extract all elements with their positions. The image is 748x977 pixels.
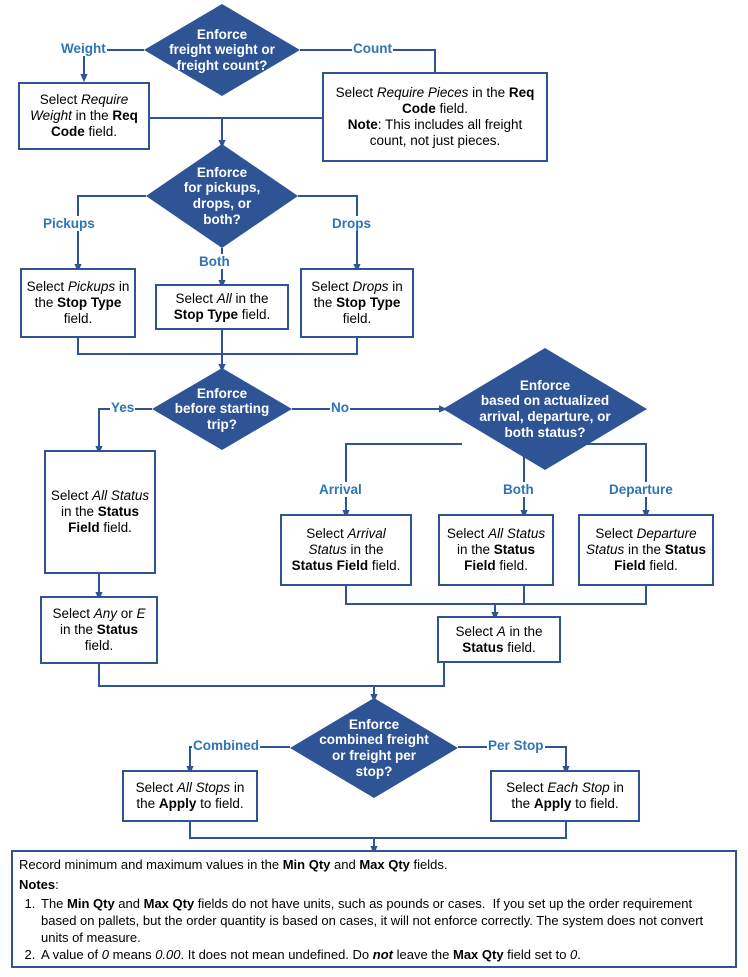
notes-list-item-1: The Min Qty and Max Qty fields do not ha…	[39, 895, 729, 947]
box-select-all-status-both[interactable]: Select All Status in the Status Field fi…	[438, 514, 554, 586]
box-select-a-status-text: Select A in the Status field.	[455, 623, 543, 655]
decision-2-line-2: for pickups,	[183, 180, 261, 196]
edge-label-no: No	[330, 400, 350, 415]
box-select-departure-status[interactable]: Select Departure Status in the Status Fi…	[578, 514, 714, 586]
decision-combined-or-per-stop[interactable]: Enforce combined freight or freight per …	[290, 698, 458, 798]
edge-label-per-stop: Per Stop	[487, 738, 545, 753]
box-select-all-stops-apply-text: Select All Stops in the Apply to field.	[135, 780, 245, 811]
box-select-require-pieces[interactable]: Select Require Pieces in the Req Code fi…	[322, 72, 548, 162]
edge-label-combined: Combined	[192, 738, 260, 753]
box-select-stop-type-all[interactable]: Select All in the Stop Type field.	[155, 284, 289, 330]
box-select-all-stops-apply[interactable]: Select All Stops in the Apply to field.	[122, 770, 258, 822]
decision-5-line-3: or freight per	[331, 748, 416, 763]
box-select-a-status[interactable]: Select A in the Status field.	[437, 616, 561, 663]
box-select-require-weight-text: Select Require Weight in the Req Code fi…	[30, 92, 138, 139]
box-select-any-or-e-status-text: Select Any or E in the Status field.	[52, 606, 146, 653]
edge-label-drops: Drops	[331, 216, 373, 231]
box-select-arrival-status[interactable]: Select Arrival Status in the Status Fiel…	[280, 514, 412, 586]
notes-list-item-2: A value of 0 means 0.00. It does not mea…	[39, 946, 729, 963]
decision-actualized-arrival-departure-both[interactable]: Enforce based on actualized arrival, dep…	[443, 348, 647, 470]
notes-heading: Notes:	[19, 877, 59, 893]
decision-3-text: Enforce before starting trip?	[167, 386, 276, 433]
decision-3-line-2: before starting	[174, 401, 270, 417]
notes-lead-text: Record minimum and maximum values in the…	[19, 857, 448, 872]
box-select-require-pieces-text: Select Require Pieces in the Req Code fi…	[335, 85, 535, 148]
edge-label-weight: Weight	[60, 41, 107, 56]
box-select-require-weight[interactable]: Select Require Weight in the Req Code fi…	[18, 82, 150, 150]
decision-2-line-4: both?	[203, 211, 241, 227]
box-select-each-stop-apply-text: Select Each Stop in the Apply to field.	[506, 780, 624, 811]
decision-before-starting-trip[interactable]: Enforce before starting trip?	[152, 368, 292, 450]
decision-3-line-3: trip?	[207, 416, 237, 432]
box-select-any-or-e-status[interactable]: Select Any or E in the Status field.	[40, 596, 158, 664]
box-select-arrival-status-text: Select Arrival Status in the Status Fiel…	[291, 526, 401, 573]
decision-5-text: Enforce combined freight or freight per …	[308, 717, 439, 780]
box-select-each-stop-apply[interactable]: Select Each Stop in the Apply to field.	[490, 770, 640, 822]
decision-1-line-2: freight weight or	[169, 42, 275, 58]
decision-2-line-1: Enforce	[196, 164, 248, 180]
decision-1-line-1: Enforce	[196, 26, 248, 42]
edge-label-both-status: Both	[502, 482, 535, 497]
decision-2-line-3: drops, or	[192, 196, 252, 211]
decision-4-line-2: based on actualized	[480, 393, 610, 409]
box-select-departure-status-text: Select Departure Status in the Status Fi…	[585, 526, 707, 573]
decision-3-line-1: Enforce	[196, 385, 248, 401]
decision-5-line-2: combined freight	[319, 732, 429, 748]
edge-label-pickups: Pickups	[42, 216, 96, 231]
edge-label-departure: Departure	[608, 482, 674, 497]
edge-label-both-stop: Both	[198, 254, 231, 269]
decision-enforce-weight-or-count[interactable]: Enforce freight weight or freight count?	[144, 4, 300, 96]
notes-panel[interactable]: Record minimum and maximum values in the…	[11, 850, 737, 968]
decision-1-text: Enforce freight weight or freight count?	[161, 27, 283, 74]
box-select-stop-type-drops[interactable]: Select Drops in the Stop Type field.	[300, 268, 414, 338]
box-select-stop-type-drops-text: Select Drops in the Stop Type field.	[311, 279, 403, 326]
box-select-all-status-status-field-text: Select All Status in the Status Field fi…	[50, 488, 150, 535]
decision-4-line-1: Enforce	[519, 377, 571, 393]
decision-1-line-3: freight count?	[176, 57, 268, 73]
box-select-all-status-status-field[interactable]: Select All Status in the Status Field fi…	[44, 450, 156, 574]
decision-5-line-4: stop?	[355, 763, 393, 779]
notes-list: The Min Qty and Max Qty fields do not ha…	[19, 895, 729, 964]
box-select-stop-type-pickups[interactable]: Select Pickups in the Stop Type field.	[20, 268, 136, 338]
edge-label-arrival: Arrival	[318, 482, 363, 497]
decision-4-line-4: both status?	[504, 424, 586, 440]
decision-4-text: Enforce based on actualized arrival, dep…	[465, 378, 624, 441]
edge-label-count: Count	[352, 41, 393, 56]
decision-5-line-1: Enforce	[348, 716, 400, 732]
decision-pickups-drops-both[interactable]: Enforce for pickups, drops, or both?	[146, 144, 298, 248]
box-select-stop-type-pickups-text: Select Pickups in the Stop Type field.	[26, 279, 130, 326]
edge-label-yes: Yes	[110, 400, 136, 415]
box-select-stop-type-all-text: Select All in the Stop Type field.	[173, 291, 271, 322]
decision-2-text: Enforce for pickups, drops, or both?	[163, 165, 282, 228]
box-select-all-status-both-text: Select All Status in the Status Field fi…	[446, 526, 546, 573]
decision-4-line-3: arrival, departure, or	[479, 409, 611, 424]
